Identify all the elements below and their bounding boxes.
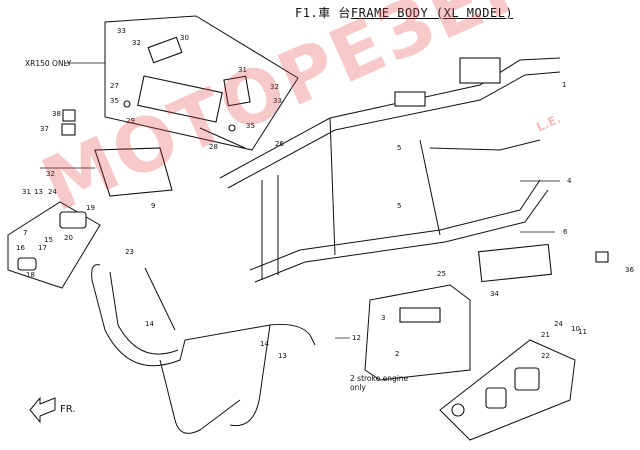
mount-plate [399, 307, 441, 323]
pn-20: 20 [64, 234, 73, 242]
bracket-26 [94, 147, 173, 197]
pn-36: 36 [625, 266, 634, 274]
frame-cross-tube [429, 139, 541, 151]
pn-31b: 31 [22, 188, 31, 196]
rear-bracket [459, 57, 501, 84]
pn-23a: 23 [125, 248, 134, 256]
pn-35a: 35 [110, 97, 119, 105]
pn-9: 9 [151, 202, 155, 210]
frame-lower-rail [249, 179, 541, 271]
pn-34: 34 [490, 290, 499, 298]
pn-5a: 5 [397, 144, 401, 152]
frame-top-tube [219, 57, 561, 179]
lamp-inset-box [7, 201, 101, 289]
lamp-housing [59, 211, 87, 229]
plate-27 [137, 75, 223, 123]
lamp-inset-box-right [439, 339, 576, 441]
inset-box [104, 15, 299, 151]
pn-26: 26 [275, 140, 284, 148]
pn-16: 16 [16, 244, 25, 252]
pn-15: 15 [44, 236, 53, 244]
cap-38 [62, 109, 76, 122]
title-cjk: 車 台 [318, 6, 351, 20]
pn-13b: 13 [278, 352, 287, 360]
direction-label: FR. [60, 404, 76, 415]
engine-note-line2: only [350, 383, 366, 392]
pn-33b: 33 [273, 97, 282, 105]
pn-24a: 24 [48, 188, 57, 196]
pn-35b: 35 [246, 122, 255, 130]
pn-28: 28 [209, 143, 218, 151]
pn-22: 22 [541, 352, 550, 360]
pn-17: 17 [38, 244, 47, 252]
pn-5b: 5 [397, 202, 401, 210]
engine-inset-box [364, 284, 471, 381]
title-text: FRAME BODY (XL MODEL) [350, 6, 514, 20]
pn-32c: 32 [46, 170, 55, 178]
lamp-housing-right [514, 367, 540, 391]
bracket-31 [223, 75, 251, 107]
cap-36 [595, 251, 609, 263]
pn-21: 21 [541, 331, 550, 339]
bracket-30 [147, 36, 183, 64]
bolt-28 [199, 127, 246, 149]
pn-2: 2 [395, 350, 399, 358]
pn-18: 18 [26, 271, 35, 279]
bolt-35 [123, 100, 131, 108]
bumper-inner [109, 271, 179, 355]
pn-14a: 14 [145, 320, 154, 328]
frame-mid-post [329, 117, 336, 256]
pn-24b: 24 [554, 320, 563, 328]
pn-32b: 32 [270, 83, 279, 91]
pn-32a: 32 [132, 39, 141, 47]
pn-19: 19 [86, 204, 95, 212]
diagram-title: F1.車 台FRAME BODY (XL MODEL) [295, 4, 513, 21]
seat-bracket [394, 91, 426, 107]
lamp-socket-right [485, 387, 507, 409]
pn-10: 10 [571, 325, 580, 333]
lamp-lens [17, 257, 37, 271]
part-number-labels: 33 30 32 31 32 33 27 35 29 28 35 38 37 2… [16, 27, 634, 360]
pn-12: 12 [352, 334, 361, 342]
bumper-rear-leg [229, 324, 271, 427]
pn-30: 30 [180, 34, 189, 42]
pn-6: 6 [563, 228, 568, 236]
pn-1: 1 [562, 81, 566, 89]
bumper-outer [91, 264, 316, 367]
frame-lower-rail-inner [254, 189, 549, 283]
bumper-legs [144, 267, 241, 434]
inset-label: XR150 ONLY [25, 59, 72, 68]
frame-top-tube-inner [227, 71, 561, 189]
title-code: F1. [295, 6, 319, 20]
pn-37: 37 [40, 125, 49, 133]
cap-37 [61, 123, 76, 136]
pn-27: 27 [110, 82, 119, 90]
pn-38: 38 [52, 110, 61, 118]
engine-note-line1: 2 stroke engine [350, 374, 409, 383]
pn-31a: 31 [238, 66, 247, 74]
pn-7: 7 [23, 229, 27, 237]
pn-29: 29 [126, 117, 135, 125]
engine-mount-34 [478, 243, 552, 283]
pn-13a: 13 [34, 188, 43, 196]
pn-3: 3 [381, 314, 385, 322]
direction-arrow [29, 396, 56, 424]
lamp-bulb-right [451, 403, 465, 417]
frame-rear-post [419, 139, 441, 236]
pn-14b: 14 [260, 340, 269, 348]
pn-33a: 33 [117, 27, 126, 35]
pn-25: 25 [437, 270, 446, 278]
bolt-35b [228, 124, 236, 132]
pn-11: 11 [578, 328, 587, 336]
pn-4: 4 [567, 177, 572, 185]
